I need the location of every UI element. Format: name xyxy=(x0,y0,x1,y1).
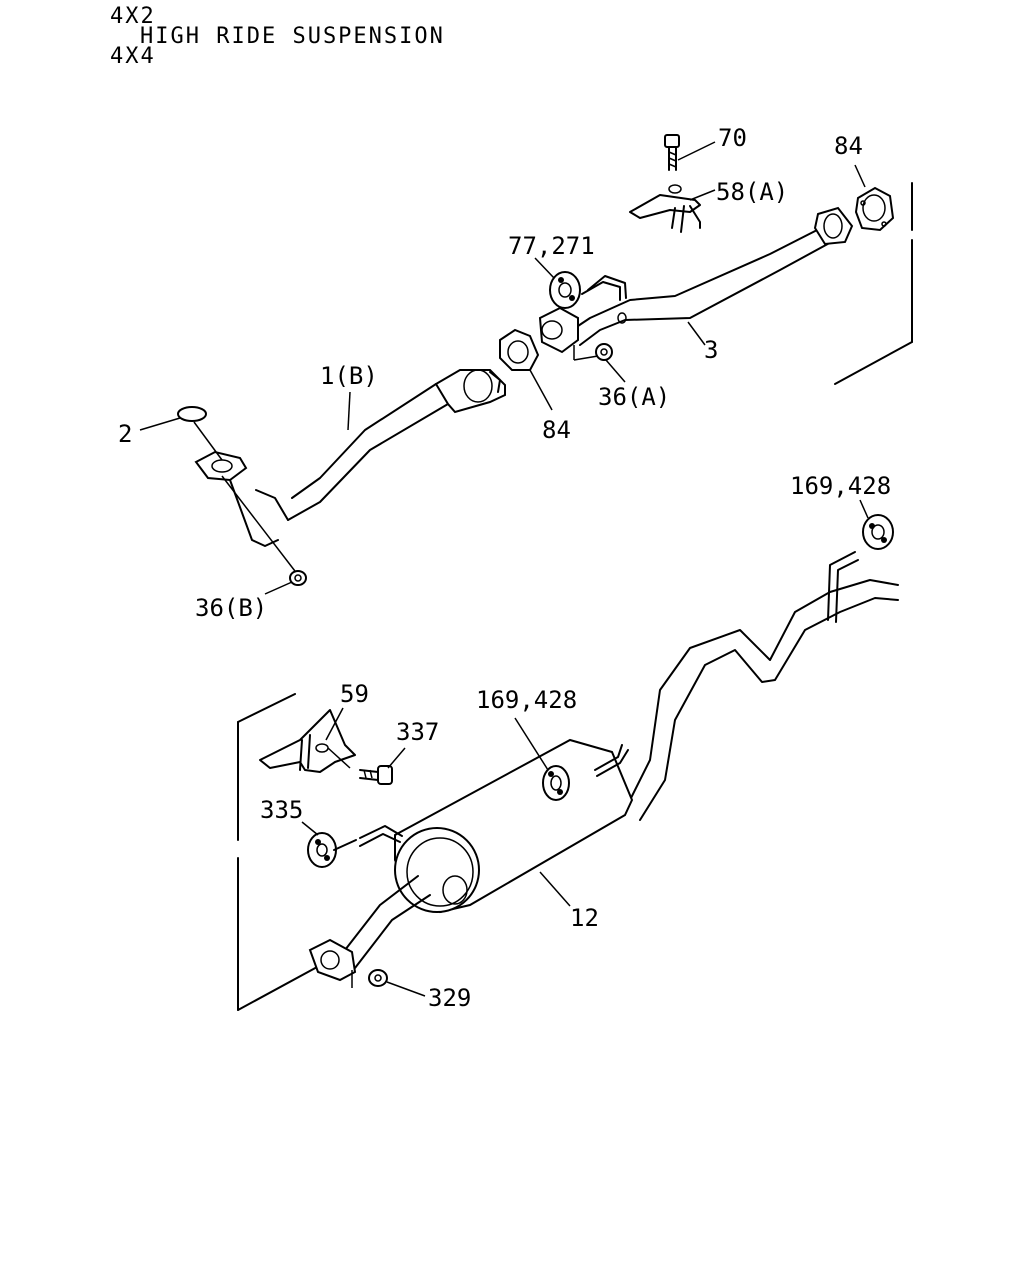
bracket-58a xyxy=(629,184,716,233)
rubber-mount-169-428-right xyxy=(859,499,894,550)
header-title: HIGH RIDE SUSPENSION xyxy=(140,24,445,49)
header-variant-4x2: 4X2 xyxy=(110,4,156,29)
callout-2: 2 xyxy=(118,420,132,448)
callout-169-428-mid: 169,428 xyxy=(476,686,577,714)
gasket-84-top xyxy=(854,164,895,232)
bracket-59 xyxy=(259,707,356,773)
callout-3: 3 xyxy=(704,336,718,364)
rubber-mount-169-428-mid xyxy=(514,717,570,801)
bolt-337 xyxy=(359,747,406,785)
callout-337: 337 xyxy=(396,718,439,746)
callout-84-top: 84 xyxy=(834,132,863,160)
callout-329: 329 xyxy=(428,984,471,1012)
callout-59: 59 xyxy=(340,680,369,708)
upper-frame-outline xyxy=(834,182,913,385)
callout-58a: 58(A) xyxy=(716,178,788,206)
callout-12: 12 xyxy=(570,904,599,932)
callout-36a: 36(A) xyxy=(598,383,670,411)
muffler-12 xyxy=(308,551,899,988)
nut-329 xyxy=(368,969,426,997)
callout-1b: 1(B) xyxy=(320,362,378,390)
lower-frame-outline xyxy=(237,693,331,1011)
rubber-mount-335 xyxy=(301,821,357,868)
callout-36b: 36(B) xyxy=(195,594,267,622)
gasket-84-mid xyxy=(499,328,553,411)
rubber-mount-77-271 xyxy=(534,257,581,309)
callout-84-mid: 84 xyxy=(542,416,571,444)
callout-169-428-right: 169,428 xyxy=(790,472,891,500)
callout-335: 335 xyxy=(260,796,303,824)
pipe-3 xyxy=(538,206,854,361)
callout-70: 70 xyxy=(718,124,747,152)
nut-36b xyxy=(264,570,307,595)
bolt-70 xyxy=(664,134,716,171)
nut-36a xyxy=(595,343,626,383)
pipe-1b xyxy=(194,369,506,576)
header-variant-4x4: 4X4 xyxy=(110,44,156,69)
callout-77-271: 77,271 xyxy=(508,232,595,260)
seal-ring-2 xyxy=(139,406,223,461)
